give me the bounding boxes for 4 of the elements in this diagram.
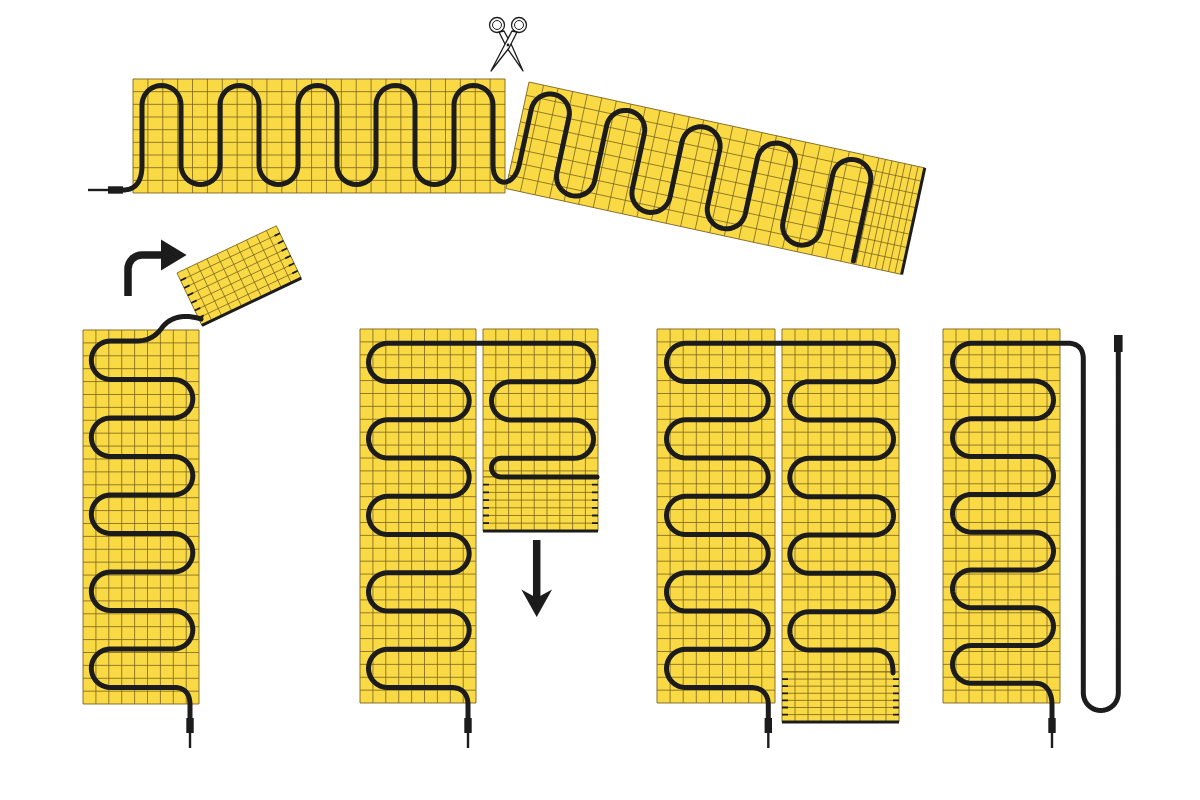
mat-piece xyxy=(482,476,599,533)
heating-mat xyxy=(505,81,927,275)
mat-piece xyxy=(781,671,900,724)
mat-piece xyxy=(176,225,302,327)
